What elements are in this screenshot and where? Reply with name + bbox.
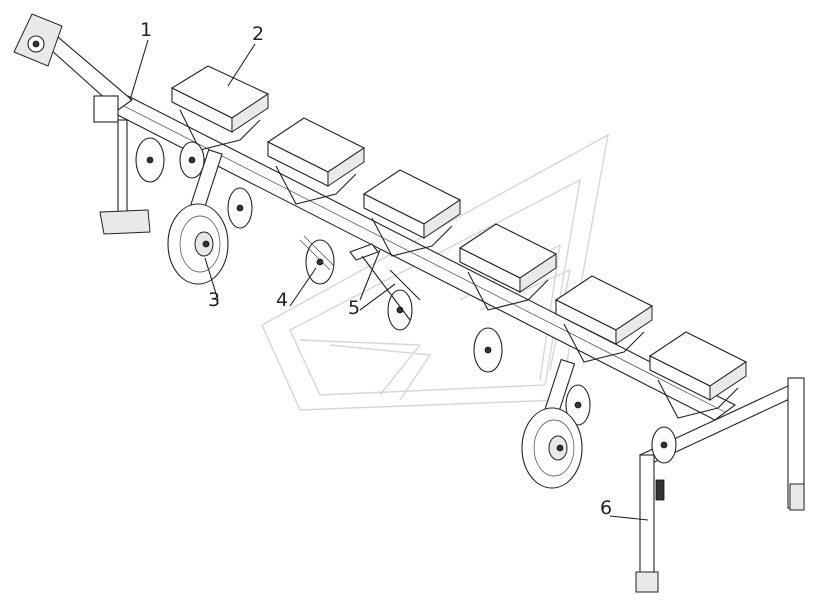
hitch-drawbar — [13, 13, 133, 111]
support-wheels — [167, 149, 583, 489]
callout-5: 5 — [348, 297, 360, 319]
hopper-3 — [362, 169, 462, 239]
wheel-right — [521, 358, 583, 489]
callout-4: 4 — [276, 289, 288, 311]
hopper-6 — [648, 331, 748, 401]
seed-hoppers — [170, 65, 748, 401]
hopper-5 — [554, 275, 654, 345]
row-units — [179, 109, 739, 419]
hopper-1 — [170, 65, 270, 133]
callout-6: 6 — [600, 497, 612, 519]
wheel-left — [167, 149, 229, 285]
drive-chain — [299, 235, 335, 271]
front-stand — [93, 95, 151, 235]
hopper-4 — [458, 223, 558, 293]
marker-assembly — [349, 243, 421, 321]
hopper-2 — [266, 117, 366, 187]
callout-2: 2 — [252, 23, 264, 45]
callout-1: 1 — [140, 19, 152, 41]
callout-3: 3 — [208, 289, 220, 311]
coulter-discs — [135, 137, 677, 464]
leader-lines — [129, 39, 649, 521]
